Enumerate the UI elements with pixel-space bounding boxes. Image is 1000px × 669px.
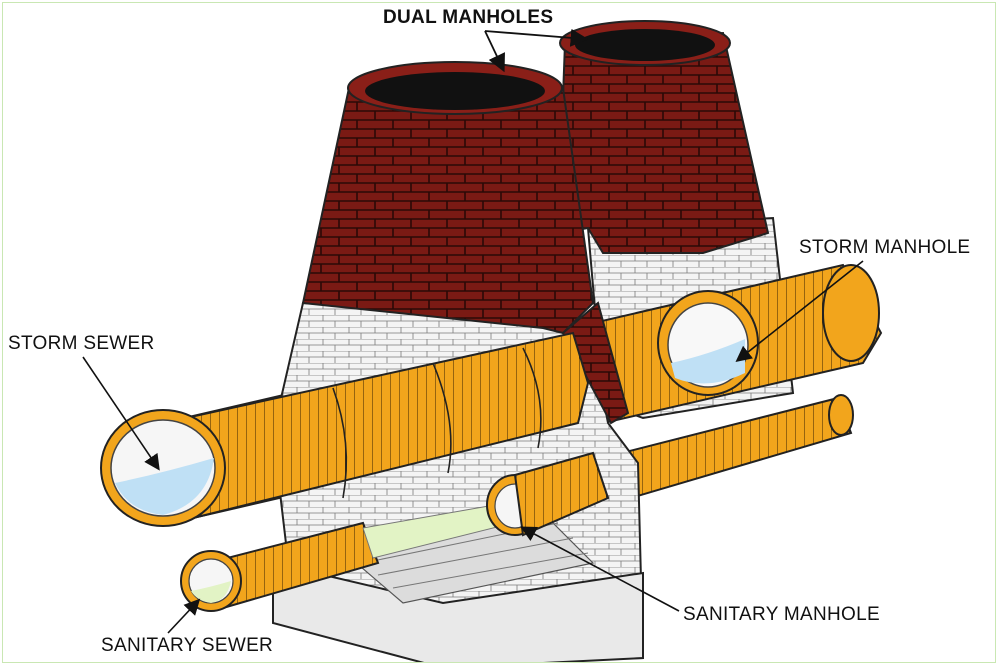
label-sanitary-manhole: SANITARY MANHOLE <box>683 604 880 625</box>
label-storm-sewer: STORM SEWER <box>8 333 155 354</box>
sanitary-sewer-arrow-icon <box>167 598 201 634</box>
sanitary-manhole-cone <box>301 61 630 425</box>
dual-manholes-arrow-icon <box>484 30 505 73</box>
storm-sewer-front <box>100 331 590 527</box>
label-sanitary-sewer: SANITARY SEWER <box>101 635 273 656</box>
dual-manhole-diagram: DUAL MANHOLES STORM MANHOLE STORM SEWER … <box>8 7 970 662</box>
dual-manholes-arrow-2-icon <box>484 28 589 47</box>
label-dual-manholes: DUAL MANHOLES <box>383 7 553 28</box>
storm-sewer-arrow-icon <box>82 356 160 471</box>
sanitary-sewer-pipe <box>180 451 610 612</box>
label-storm-manhole: STORM MANHOLE <box>799 237 970 258</box>
storm-manhole-cone <box>556 20 770 254</box>
sanitary-manhole-arrow-icon <box>520 526 680 612</box>
storm-manhole-arrow-icon <box>735 260 864 362</box>
